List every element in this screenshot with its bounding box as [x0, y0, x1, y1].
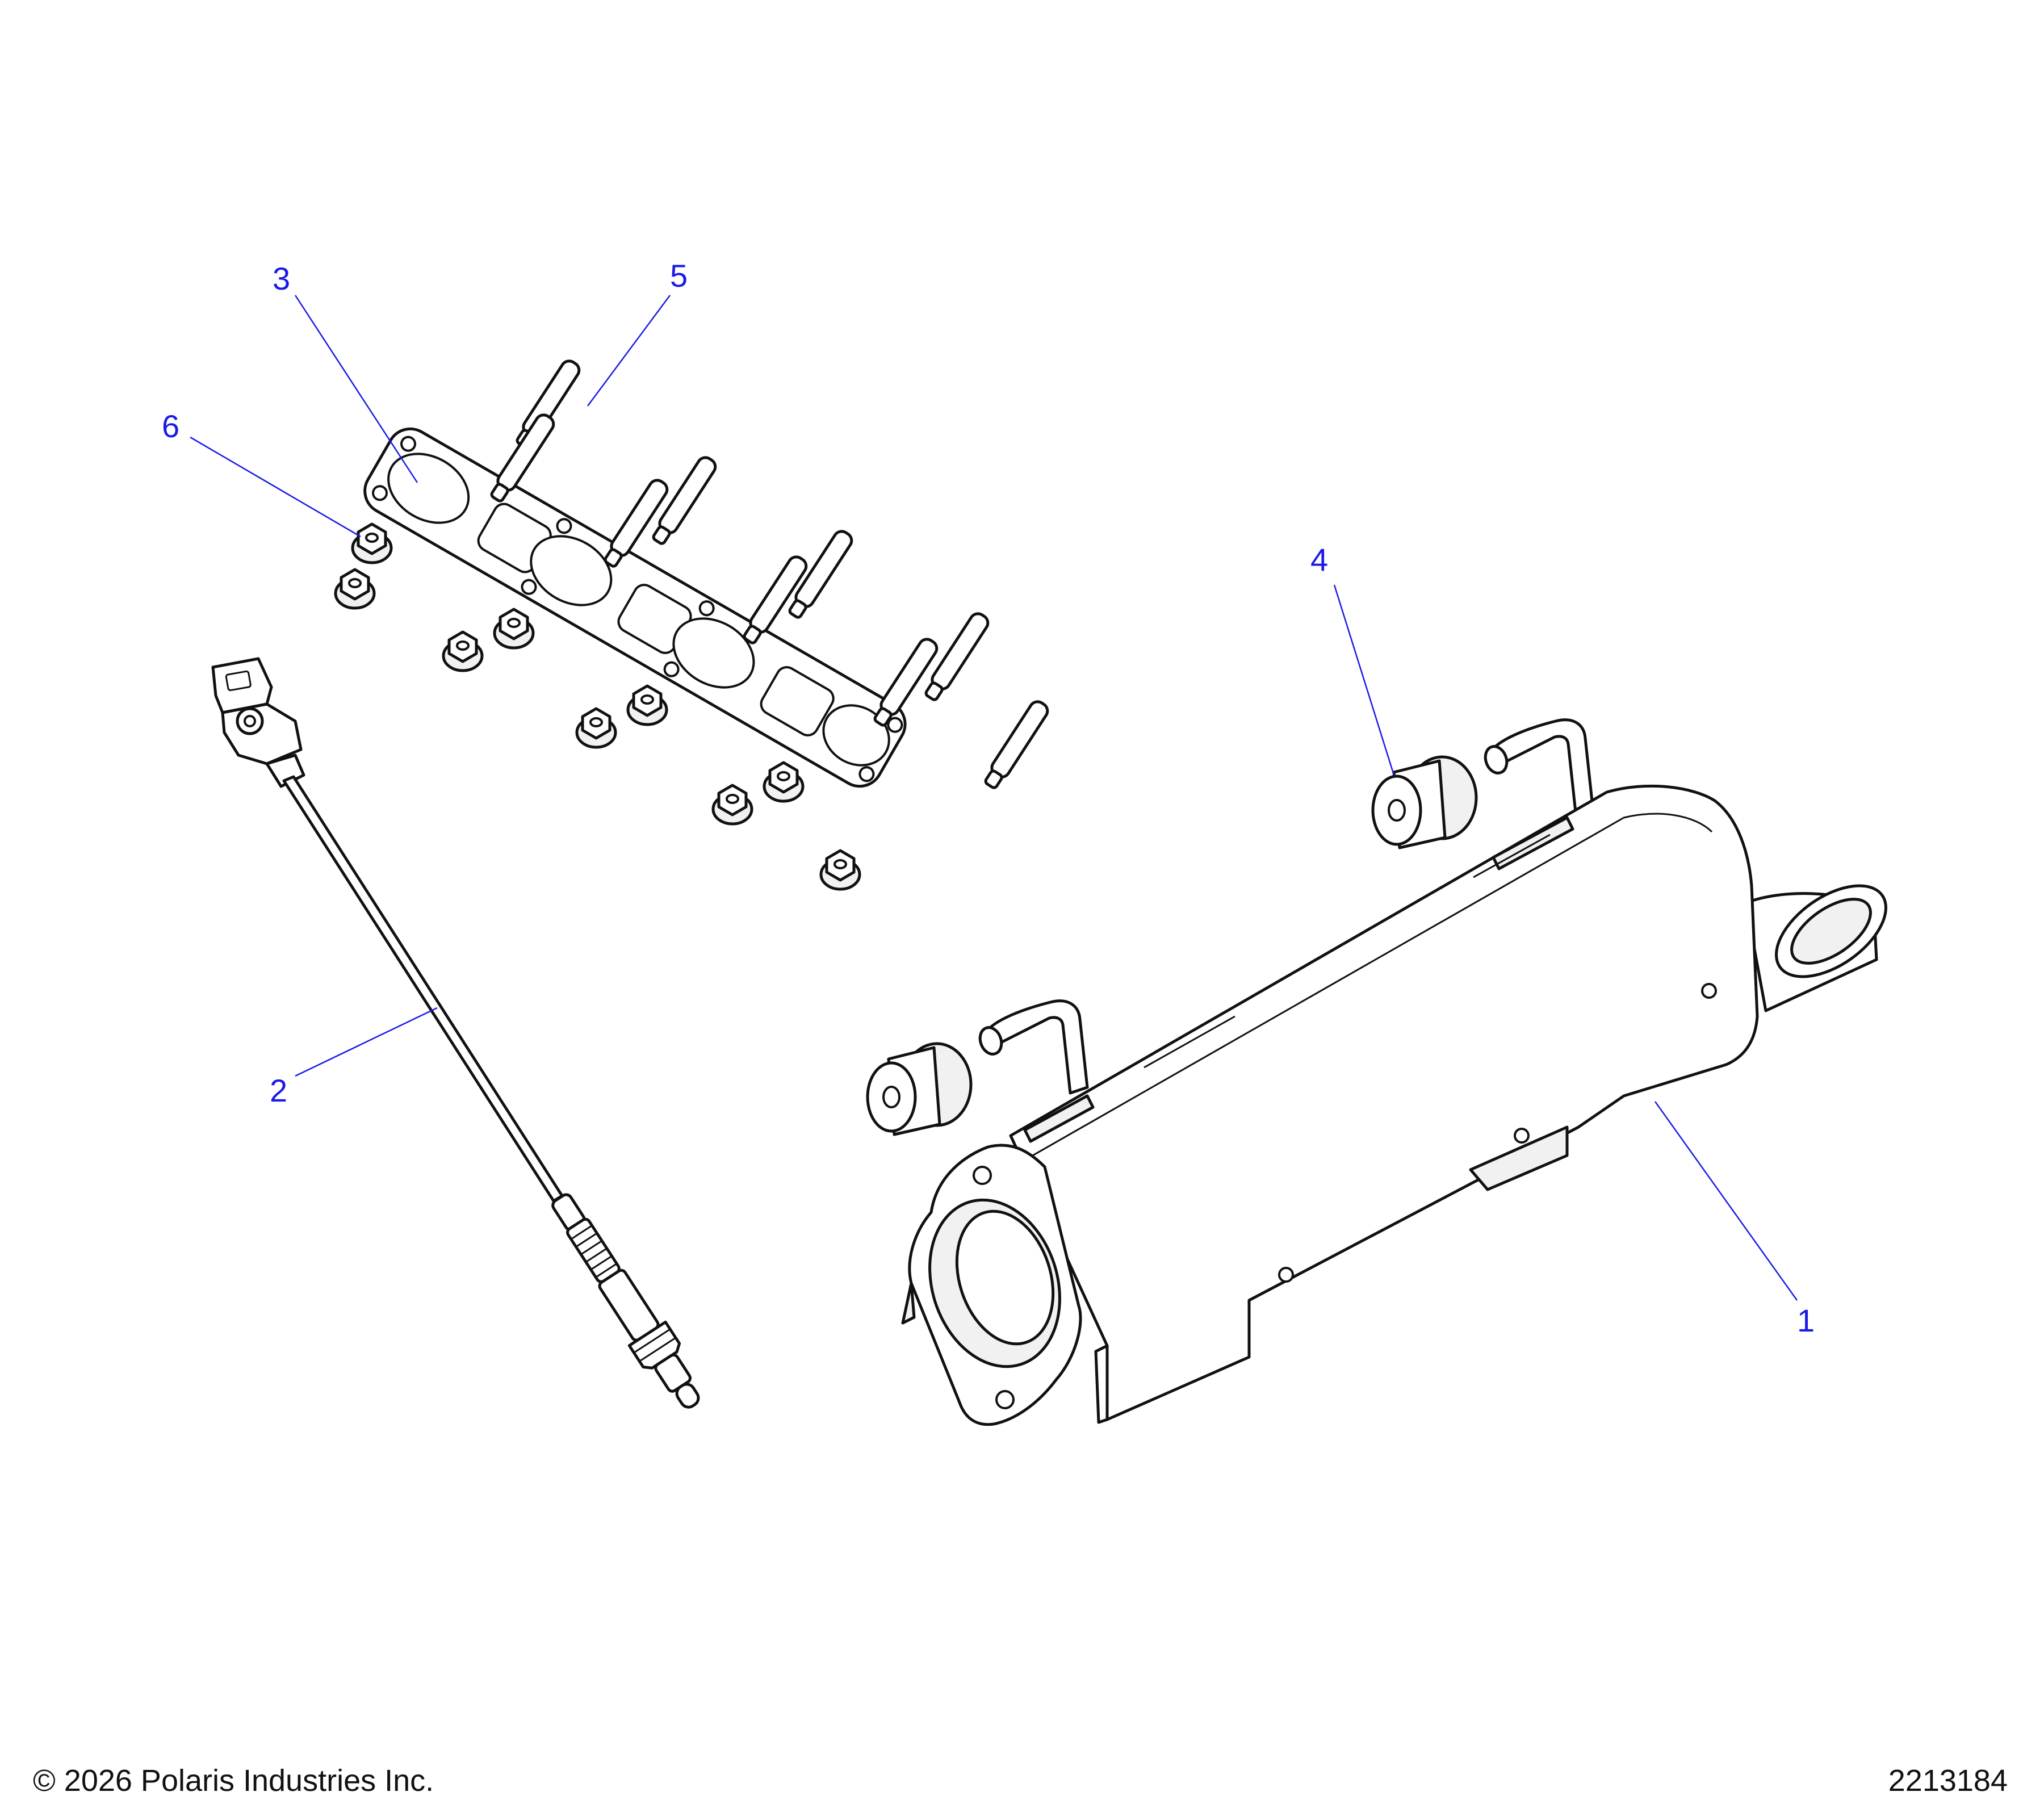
callout-5: 5 [670, 258, 688, 294]
leader-line-3 [294, 295, 418, 483]
stud [490, 413, 555, 503]
stud [652, 456, 717, 545]
oxygen-sensor [211, 657, 700, 1409]
leader-lines [190, 295, 1798, 1301]
leader-line-5 [587, 295, 671, 407]
nut [334, 568, 376, 610]
leader-line-4 [1333, 584, 1395, 776]
callout-labels: 1 2 3 4 5 6 [162, 258, 1815, 1338]
nut [763, 761, 805, 803]
nut [575, 707, 617, 749]
diagram-number: 2213184 [1888, 1764, 2008, 1798]
stud [788, 530, 853, 619]
callout-3: 3 [273, 261, 290, 296]
nut [442, 630, 484, 672]
grommet [1371, 755, 1478, 849]
manifold-gasket [363, 427, 907, 788]
leader-line-2 [295, 1007, 438, 1077]
callout-2: 2 [270, 1073, 287, 1108]
stud [984, 700, 1049, 789]
nut [711, 784, 753, 826]
nut [493, 608, 535, 650]
stud [924, 612, 990, 701]
muffler [901, 718, 1887, 1426]
stud [604, 479, 669, 568]
leader-line-6 [190, 436, 361, 538]
nut [351, 522, 393, 564]
callout-4: 4 [1310, 542, 1328, 577]
manifold-studs [490, 359, 1049, 789]
flange-nuts [334, 522, 861, 891]
nut [819, 849, 861, 891]
copyright-notice: © 2026 Polaris Industries Inc. [33, 1764, 434, 1798]
grommet [866, 1042, 973, 1136]
callout-6: 6 [162, 408, 179, 444]
callout-1: 1 [1797, 1303, 1815, 1338]
stud [873, 638, 939, 727]
leader-line-1 [1654, 1101, 1798, 1301]
nut [626, 684, 668, 726]
stud [743, 555, 808, 644]
